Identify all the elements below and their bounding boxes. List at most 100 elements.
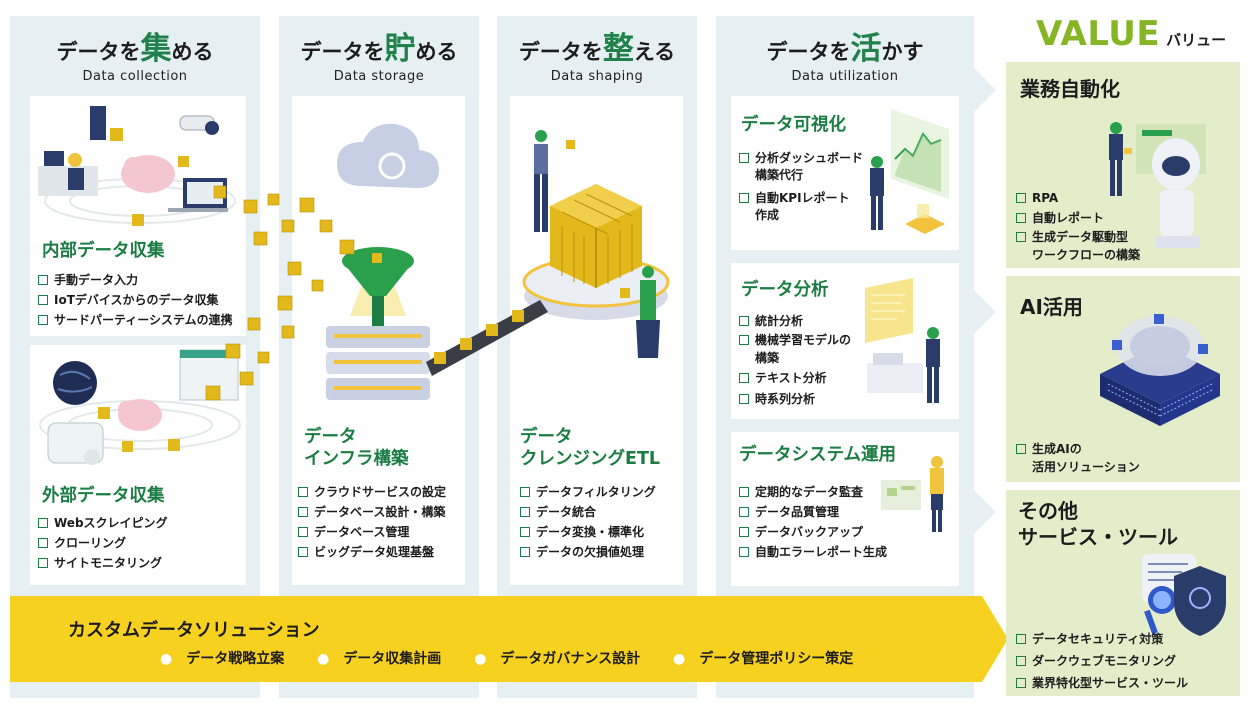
list-item-cont: 構築代行 (755, 168, 804, 182)
infra-list: クラウドサービスの設定 データベース設計・構築 データベース管理 ビッグデータ処… (298, 482, 446, 562)
cleansing-title: データ クレンジングETL (520, 427, 661, 469)
checkbox-icon (739, 527, 749, 537)
banner-item: ●データ管理ポリシー策定 (673, 651, 854, 667)
list-item: データセキュリティ対策 (1016, 628, 1188, 650)
checkbox-icon (739, 193, 749, 203)
checkbox-icon (739, 507, 749, 517)
list-item: 時系列分析 (739, 389, 851, 409)
ai-chip-illustration (1100, 314, 1220, 426)
infra-title: データ インフラ構築 (304, 427, 409, 469)
list-item: 自動KPIレポート (739, 190, 863, 207)
system-ops-title: データシステム運用 (739, 445, 896, 465)
web-illustration (39, 349, 241, 465)
value-heading-en: VALUE (1036, 14, 1161, 54)
automation-list: RPA 自動レポート 生成データ駆動型 ワークフローの構築 (1016, 188, 1140, 264)
ai-title: AI活用 (1020, 295, 1083, 319)
arrow-to-ai (974, 290, 996, 334)
value-panel-ai: AI活用 生成AIの 活用ソリューション (1006, 276, 1240, 482)
checkbox-icon (1016, 193, 1026, 203)
header-sub: Data storage (333, 69, 425, 84)
checkbox-icon (520, 487, 530, 497)
header-verb-big: 集 (140, 31, 172, 67)
checkbox-icon (298, 547, 308, 557)
bullet-icon: ● (474, 651, 487, 667)
checkbox-icon (38, 558, 48, 568)
checkbox-icon (1016, 444, 1026, 454)
list-item: 定期的なデータ監査 (739, 482, 887, 502)
banner-item: ●データ収集計画 (317, 651, 442, 667)
other-list: データセキュリティ対策 ダークウェブモニタリング 業界特化型サービス・ツール (1016, 628, 1188, 694)
list-item-cont: 活用ソリューション (1032, 460, 1140, 474)
list-item: サードパーティーシステムの連携 (38, 310, 233, 330)
checkbox-icon (739, 373, 749, 383)
list-item: 機械学習モデルの (739, 331, 851, 349)
list-item: データベース管理 (298, 522, 446, 542)
system-ops-list: 定期的なデータ監査 データ品質管理 データバックアップ 自動エラーレポート生成 (739, 482, 887, 562)
checkbox-icon (739, 153, 749, 163)
header-verb-big: 整 (602, 31, 634, 67)
header-verb-big: 活 (850, 31, 882, 67)
header-collect: データを集める Data collection (10, 31, 260, 85)
checkbox-icon (520, 547, 530, 557)
header-prefix: データを (56, 40, 141, 64)
list-item: データ統合 (520, 502, 656, 522)
checkbox-icon (298, 527, 308, 537)
list-item: 自動レポート (1016, 208, 1140, 228)
card-external-collection: 外部データ収集 Webスクレイピング クローリング サイトモニタリング (30, 345, 246, 585)
automation-title: 業務自動化 (1020, 77, 1120, 101)
list-item: クローリング (38, 533, 168, 553)
visualization-title: データ可視化 (741, 115, 846, 135)
internal-collection-list: 手動データ入力 IoTデバイスからのデータ収集 サードパーティーシステムの連携 (38, 270, 233, 330)
checkbox-icon (520, 507, 530, 517)
list-item: データの欠損値処理 (520, 542, 656, 562)
list-item: ビッグデータ処理基盤 (298, 542, 446, 562)
external-collection-list: Webスクレイピング クローリング サイトモニタリング (38, 513, 168, 573)
header-verb-rest: める (171, 40, 214, 64)
value-heading-kana: バリュー (1166, 31, 1227, 49)
header-storage: データを貯める Data storage (279, 34, 479, 85)
list-item: 手動データ入力 (38, 270, 233, 290)
list-item: RPA (1016, 188, 1140, 208)
value-panel-other: その他 サービス・ツール データセキュリティ対策 ダークウェブモニタリング 業界… (1006, 490, 1240, 696)
internal-collection-title: 内部データ収集 (42, 241, 165, 261)
header-sub: Data collection (82, 69, 188, 84)
card-internal-collection: 内部データ収集 手動データ入力 IoTデバイスからのデータ収集 サードパーティー… (30, 96, 246, 336)
list-item: データベース設計・構築 (298, 502, 446, 522)
checkbox-icon (38, 295, 48, 305)
banner-title: カスタムデータソリューション (68, 620, 320, 641)
list-item: サイトモニタリング (38, 553, 168, 573)
list-item: ダークウェブモニタリング (1016, 650, 1188, 672)
list-item: データバックアップ (739, 522, 887, 542)
list-item: データ変換・標準化 (520, 522, 656, 542)
list-item: クラウドサービスの設定 (298, 482, 446, 502)
value-heading: VALUE バリュー (1036, 14, 1226, 54)
header-prefix: データを (300, 40, 385, 64)
list-item: 統計分析 (739, 311, 851, 331)
header-shaping: データを整える Data shaping (497, 31, 697, 85)
header-utilize: データを活かす Data utilization (716, 31, 974, 85)
security-illustration (1142, 554, 1226, 636)
list-item: IoTデバイスからのデータ収集 (38, 290, 233, 310)
checkbox-icon (1016, 656, 1026, 666)
analysis-illustration (865, 278, 940, 403)
banner-item: ●データ戦略立案 (160, 651, 285, 667)
checkbox-icon (520, 527, 530, 537)
checkbox-icon (38, 518, 48, 528)
analysis-title: データ分析 (741, 280, 829, 300)
banner-arrow-tip (982, 596, 1008, 682)
header-prefix: データを (518, 40, 603, 64)
list-item: 生成データ駆動型 (1016, 228, 1140, 246)
cleansing-illustration (522, 130, 670, 358)
external-collection-title: 外部データ収集 (42, 486, 165, 506)
list-item: 分析ダッシュボード (739, 150, 863, 167)
arrow-to-automation (974, 68, 996, 112)
value-panel-automation: 業務自動化 RPA 自動レポート 生成データ駆動型 ワークフローの構築 (1006, 62, 1240, 268)
card-infrastructure: データ インフラ構築 クラウドサービスの設定 データベース設計・構築 データベー… (292, 96, 465, 585)
checkbox-icon (739, 316, 749, 326)
list-item: テキスト分析 (739, 367, 851, 389)
arrow-to-other (974, 490, 996, 534)
checkbox-icon (739, 487, 749, 497)
bullet-icon: ● (673, 651, 686, 667)
bullet-icon: ● (160, 651, 173, 667)
checkbox-icon (1016, 634, 1026, 644)
